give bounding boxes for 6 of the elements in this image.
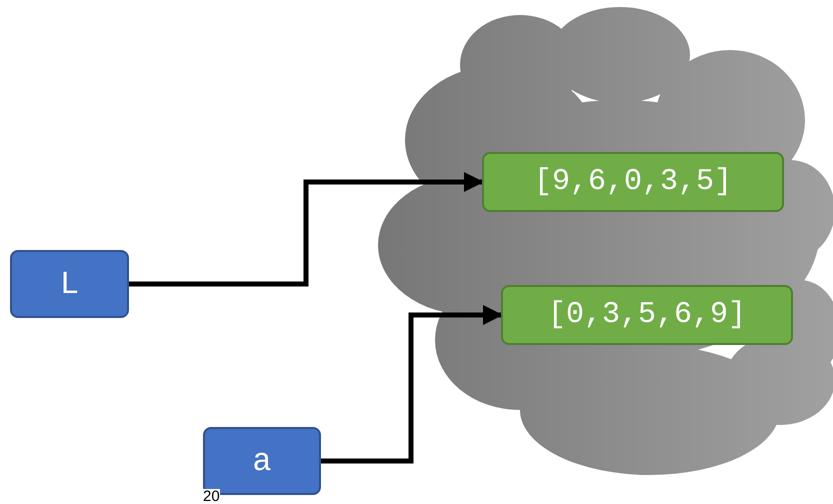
- arrow: [129, 172, 484, 286]
- page-number: 20: [203, 489, 220, 504]
- variable-box: L: [10, 250, 129, 318]
- list-value-box: [0,3,5,6,9]: [501, 285, 793, 345]
- arrow: [321, 305, 503, 464]
- list-value-box: [9,6,0,3,5]: [482, 152, 784, 212]
